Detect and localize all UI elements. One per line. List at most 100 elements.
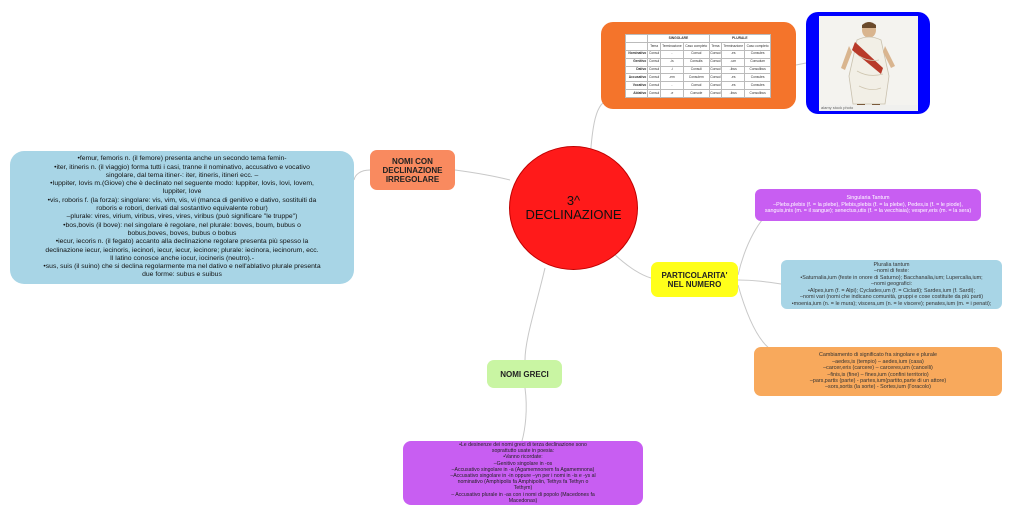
pluralia-line: •Saturnalia,ium (feste in onore di Satur…	[800, 274, 983, 281]
significato-line: –carcer,eris (carcere) – carceres,um (ca…	[823, 365, 933, 372]
irregolari-line: •iecur, iecoris n. (il fegato) accanto a…	[55, 238, 309, 246]
table-col-header: Tema	[647, 41, 661, 51]
central-topic[interactable]: 3^ DECLINAZIONE	[509, 146, 638, 270]
irregolari-line: –plurale: vires, virium, viribus, vires,…	[66, 213, 298, 221]
topic-irregolari[interactable]: NOMI CON DECLINAZIONE IRREGOLARE	[370, 150, 455, 190]
pluralia-line: –nomi geografici:	[870, 281, 913, 288]
table-cell: -em	[659, 73, 684, 83]
pluralia-box[interactable]: Pluralia tantum –nomi di feste: •Saturna…	[781, 260, 1002, 309]
roman-statue-image	[819, 16, 918, 111]
table-cell: Consul	[647, 65, 661, 75]
table-col-header: Caso completo	[682, 41, 710, 51]
topic-irregolari-line-2: DECLINAZIONE	[382, 165, 443, 175]
topic-particolarita[interactable]: PARTICOLARITA' NEL NUMERO	[651, 262, 738, 297]
significato-box[interactable]: Cambiamento di significato fra singolare…	[754, 347, 1002, 396]
irregolari-line: •femur, femoris n. (il femore) presenta …	[77, 155, 287, 163]
greci-line: – Accusativo plurale in -as con i nomi d…	[451, 491, 595, 498]
greci-line: Tethym)	[513, 485, 533, 492]
link-part-pluralia	[737, 279, 782, 285]
singularia-line: sanguis,inis (m. = il sangue); senectus,…	[764, 208, 972, 215]
table-cell: Consul	[708, 49, 723, 59]
significato-line: –pars,partis (parte) - partes,ium(partit…	[809, 377, 947, 384]
topic-particolarita-line-1: PARTICOLARITA'	[661, 270, 728, 280]
table-col-header: Terminazione	[659, 41, 684, 51]
table-cell: Consul	[647, 81, 661, 91]
table-cell: Console	[682, 89, 710, 98]
table-cell: Consulis	[682, 57, 710, 67]
table-cell: -is	[659, 57, 684, 67]
table-cell: Consul	[647, 49, 661, 59]
singularia-box[interactable]: Singularia Tantum –Plebs,plebis (f. = la…	[755, 189, 981, 221]
table-case-cell: Dativo	[624, 65, 649, 75]
table-cell: Consuli	[682, 65, 710, 75]
table-cell: Consul	[708, 81, 723, 91]
topic-particolarita-line-2: NEL NUMERO	[667, 279, 722, 289]
table-cell: Consul	[708, 65, 723, 75]
table-cell: -i	[659, 65, 684, 75]
table-cell: Consules	[744, 49, 771, 59]
irregolari-line: roboris e robori, derivati dal sostantiv…	[96, 205, 268, 213]
table-cell: Consul	[682, 81, 710, 91]
table-cell: Consulibus	[744, 89, 771, 98]
table-col-header: Caso completo	[744, 41, 771, 51]
table-cell: Consul	[682, 49, 710, 59]
table-cell: -e	[659, 89, 684, 98]
link-table-image	[795, 62, 807, 66]
table-cell: Consulibus	[744, 65, 771, 75]
central-topic-line-2: DECLINAZIONE	[525, 207, 622, 222]
singularia-line: –Plebs,plebis (f. = la plebe), Plebis,pl…	[773, 201, 963, 208]
greci-line: –Accusativo singolare in -a (Agamemnonem…	[451, 466, 595, 473]
pluralia-line: Pluralia tantum	[873, 262, 910, 269]
greci-line: nominativo (Amphipolis fa Amphipolin, Te…	[457, 479, 589, 486]
declension-table: SINGOLARE PLURALE Tema Terminazione Caso…	[624, 34, 772, 98]
irregolari-line: singolare, dal tema itiner-: iter, itine…	[105, 171, 259, 179]
table-group-header: PLURALE	[708, 34, 772, 43]
central-topic-line-1: 3^	[566, 193, 581, 208]
link-part-significato	[737, 284, 776, 353]
singularia-line: Singularia Tantum	[846, 195, 890, 202]
link-greci-text	[521, 387, 527, 442]
table-cell: Consul	[708, 73, 723, 83]
roman-figure-illustration	[819, 16, 918, 111]
table-cell: Consul	[647, 73, 661, 83]
table-case-cell: Accusativo	[624, 73, 649, 83]
table-cell: Consules	[744, 81, 771, 91]
table-col-header: Tema	[708, 41, 723, 51]
image-caption: alamy stock photo	[821, 105, 917, 111]
greci-line: soprattutto usate in poesia:	[491, 448, 555, 455]
irregolari-line: declinazione iecur, iecinoris, iecinori,…	[45, 246, 319, 254]
table-col-header: Terminazione	[721, 41, 746, 51]
pluralia-line: –nomi di feste:	[873, 268, 910, 275]
irregolari-line: •iter, itineris n. (il viaggio) forma tu…	[54, 163, 310, 171]
significato-line: –aedes,is (tempio) – aedes,ium (casa)	[832, 358, 924, 365]
table-cell: -um	[721, 57, 746, 67]
table-cell: Consules	[744, 73, 771, 83]
irregolari-line: Iuppiter, Iove	[162, 188, 202, 196]
irregolari-line: due forme: subus e suibus	[142, 271, 222, 279]
link-irregolari-text	[353, 169, 371, 181]
pluralia-line: •moenia,ium (n. = le mura); viscera,um (…	[791, 300, 992, 307]
table-cell: -es	[721, 49, 746, 59]
table-case-cell: Ablativo	[624, 89, 649, 98]
irregolari-detail-box[interactable]: •femur, femoris n. (il femore) presenta …	[10, 151, 354, 284]
irregolari-line: •vis, roboris f. (la forza): singolare: …	[47, 196, 317, 204]
irregolari-line: Il latino conosce anche iocur, iocineris…	[110, 254, 254, 262]
irregolari-line: bobus,boves, boves, bubus o bobus	[127, 229, 237, 237]
table-cell: Consul	[647, 89, 661, 98]
topic-greci[interactable]: NOMI GRECI	[487, 360, 562, 388]
irregolari-line: •sus, suis (il suino) che si declina reg…	[43, 263, 321, 271]
table-case-cell: Genitivo	[624, 57, 649, 67]
table-cell: -	[659, 81, 684, 91]
table-cell: -ibus	[721, 89, 746, 98]
table-cell: Consul	[708, 89, 723, 98]
greci-box[interactable]: •Le desinenze dei nomi greci di terza de…	[403, 441, 643, 505]
significato-line: –finis,is (fine) – fines,ium (confini te…	[827, 371, 929, 378]
table-cell: Consulem	[682, 73, 710, 83]
greci-line: •Le desinenze dei nomi greci di terza de…	[459, 441, 587, 448]
greci-line: •Vanno ricordate:	[503, 454, 543, 461]
